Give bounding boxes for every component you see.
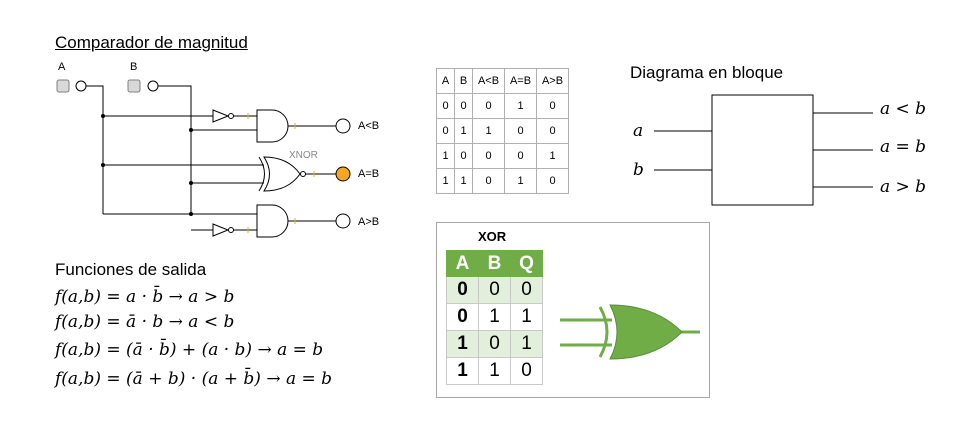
and-gate-top — [256, 109, 289, 143]
diagram-title: Comparador de magnitud — [55, 33, 248, 52]
output-label-a-gt-b: A>B — [358, 216, 380, 228]
table-cell: 1 — [478, 303, 511, 331]
truth-table-header: A B A<B A=B A>B — [436, 68, 569, 94]
output-lamp-a-gt-b — [335, 213, 351, 229]
wire-markers — [247, 113, 315, 233]
table-cell: 0 — [536, 168, 569, 194]
circuit-junctions — [101, 114, 193, 216]
table-cell: 1 — [472, 118, 505, 144]
header-cell: A>B — [536, 68, 569, 94]
equation-a-eq-b-2: f(a,b) = (ā + b) · (a + b̄) → a = b — [55, 369, 333, 389]
xor-panel — [436, 222, 710, 398]
circuit-wires — [86, 85, 336, 231]
table-cell: 0 — [446, 303, 479, 331]
table-cell: 0 — [504, 143, 537, 169]
xor-title: XOR — [478, 229, 507, 244]
xor-truth-table: A B Q 0 0 0 0 1 1 1 0 1 1 1 0 — [446, 250, 543, 385]
table-cell: 0 — [446, 276, 479, 304]
block-box — [711, 94, 814, 206]
not-gate-top — [212, 109, 234, 123]
table-cell: 0 — [472, 143, 505, 169]
block-input-a: a — [633, 121, 644, 141]
header-cell: A — [446, 250, 479, 277]
block-diagram-title: Diagrama en bloque — [630, 63, 784, 82]
table-row: 1 0 1 — [446, 330, 543, 358]
equation-a-lt-b: f(a,b) = ā · b → a < b — [55, 312, 235, 332]
table-cell: 1 — [454, 168, 473, 194]
block-output-a-gt-b: a > b — [880, 177, 927, 197]
xnor-gate — [258, 156, 301, 192]
input-label-a: A — [58, 61, 66, 73]
not-gate-bottom — [212, 223, 234, 237]
input-switch-a[interactable] — [56, 79, 70, 93]
table-cell: 1 — [436, 168, 455, 194]
table-cell: 1 — [510, 330, 543, 358]
block-wires — [654, 112, 873, 188]
table-row: 0 1 1 — [446, 303, 543, 331]
output-lamp-a-lt-b — [335, 118, 351, 134]
table-cell: 0 — [510, 357, 543, 385]
block-output-a-eq-b: a = b — [880, 137, 927, 157]
equation-a-eq-b-1: f(a,b) = (ā · b̄) + (a · b) → a = b — [55, 340, 324, 360]
and-gate-bottom — [256, 204, 289, 238]
truth-table: A B A<B A=B A>B 0 0 0 1 0 0 1 1 0 0 1 0 … — [436, 68, 569, 194]
equation-a-gt-b: f(a,b) = a · b̄ → a > b — [55, 287, 235, 307]
table-cell: 1 — [446, 357, 479, 385]
block-input-b: b — [633, 160, 644, 180]
output-label-a-eq-b: A=B — [358, 168, 380, 180]
table-cell: 0 — [510, 276, 543, 304]
output-lamp-a-eq-b — [335, 166, 351, 182]
input-switch-b[interactable] — [127, 79, 141, 93]
xnor-output-bubble — [300, 171, 306, 177]
xnor-label: XNOR — [289, 150, 318, 161]
input-label-b: B — [130, 61, 138, 73]
table-row: 0 0 0 1 0 — [436, 93, 569, 119]
header-cell: B — [478, 250, 511, 277]
table-row: 1 1 0 1 0 — [436, 168, 569, 194]
table-row: 0 0 0 — [446, 276, 543, 304]
output-label-a-lt-b: A<B — [358, 120, 380, 132]
table-row: 1 1 0 — [446, 357, 543, 385]
functions-title: Funciones de salida — [55, 260, 207, 279]
table-row: 1 0 0 0 1 — [436, 143, 569, 169]
block-output-a-lt-b: a < b — [880, 99, 927, 119]
xor-table-header: A B Q — [446, 250, 543, 277]
